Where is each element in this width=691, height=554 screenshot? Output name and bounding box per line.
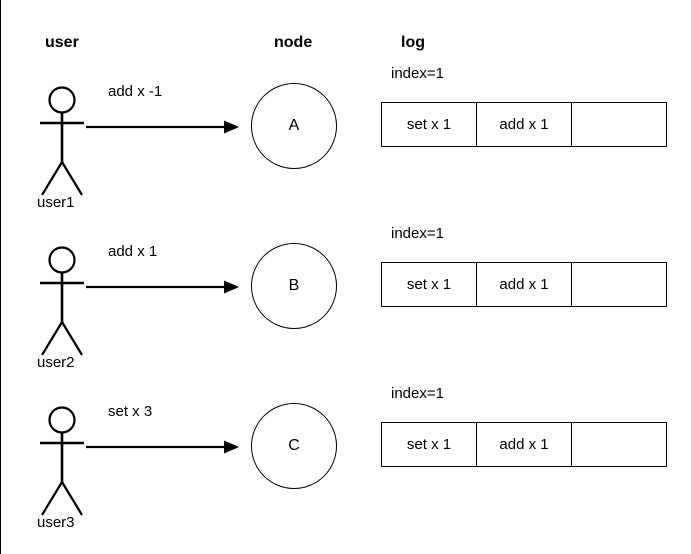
node-label: B bbox=[288, 277, 300, 294]
column-header-node: node bbox=[274, 34, 313, 51]
column-header-log: log bbox=[401, 34, 425, 51]
diagram-row: user2 add x 1 B index=1 set x 1 add x 1 bbox=[1, 220, 691, 380]
stick-figure-icon bbox=[40, 406, 84, 516]
log-cell: add x 1 bbox=[477, 103, 572, 146]
arrow-right-icon bbox=[86, 440, 239, 454]
message-arrow: add x -1 bbox=[86, 70, 246, 150]
node-circle: A bbox=[251, 83, 337, 169]
message-arrow: add x 1 bbox=[86, 230, 246, 310]
log-index-label: index=1 bbox=[391, 385, 444, 402]
log-cell: set x 1 bbox=[382, 263, 477, 306]
actor-label: user2 bbox=[37, 354, 75, 371]
log-cell-empty bbox=[572, 423, 666, 466]
log-table: set x 1 add x 1 bbox=[381, 422, 667, 467]
stick-figure-icon bbox=[40, 246, 84, 356]
message-label: set x 3 bbox=[108, 403, 153, 420]
diagram-row: user1 add x -1 A index=1 set x 1 add x 1 bbox=[1, 60, 691, 220]
message-label: add x -1 bbox=[108, 83, 163, 100]
log-index-label: index=1 bbox=[391, 65, 444, 82]
node-circle: C bbox=[251, 403, 337, 489]
actor-figure: user2 bbox=[31, 230, 123, 380]
actor-label: user1 bbox=[37, 194, 75, 211]
arrow-right-icon bbox=[86, 120, 239, 134]
message-arrow: set x 3 bbox=[86, 390, 246, 470]
actor-label: user3 bbox=[37, 514, 75, 531]
stick-figure-icon bbox=[40, 86, 84, 196]
log-table: set x 1 add x 1 bbox=[381, 102, 667, 147]
log-cell: set x 1 bbox=[382, 103, 477, 146]
arrow-right-icon bbox=[86, 280, 239, 294]
log-cell: set x 1 bbox=[382, 423, 477, 466]
log-table: set x 1 add x 1 bbox=[381, 262, 667, 307]
diagram-row: user3 set x 3 C index=1 set x 1 add x 1 bbox=[1, 380, 691, 540]
node-circle: B bbox=[251, 243, 337, 329]
node-label: A bbox=[288, 117, 300, 134]
actor-figure: user1 bbox=[31, 70, 123, 220]
log-cell-empty bbox=[572, 263, 666, 306]
log-cell-empty bbox=[572, 103, 666, 146]
log-cell: add x 1 bbox=[477, 423, 572, 466]
log-index-label: index=1 bbox=[391, 225, 444, 242]
column-header-user: user bbox=[45, 34, 79, 51]
node-label: C bbox=[288, 437, 300, 454]
message-label: add x 1 bbox=[108, 243, 158, 260]
actor-figure: user3 bbox=[31, 390, 123, 540]
log-cell: add x 1 bbox=[477, 263, 572, 306]
